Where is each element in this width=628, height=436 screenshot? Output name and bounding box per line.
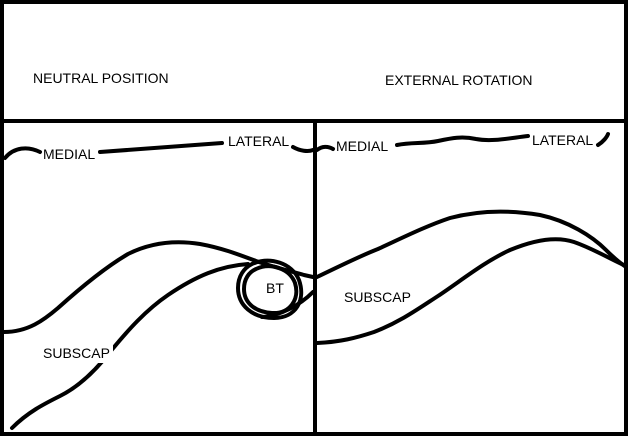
external-subscap-label: SUBSCAP — [344, 289, 411, 305]
neutral-subscap-label: SUBSCAP — [43, 345, 110, 361]
external-skin-line-end — [596, 132, 610, 147]
bt-label: BT — [266, 280, 284, 296]
external-panel: MEDIAL LATERAL SUBSCAP — [315, 132, 628, 345]
neutral-skin-line-end — [291, 145, 315, 153]
neutral-position-title: NEUTRAL POSITION — [33, 70, 169, 86]
external-tendon-upper-contour — [315, 209, 628, 279]
biceps-tendon-outer-ring — [236, 258, 304, 320]
biceps-tendon-inner-ring — [242, 264, 299, 315]
neutral-skin-line-mid — [98, 141, 224, 154]
external-medial-label: MEDIAL — [336, 138, 388, 154]
neutral-subscap-label-bg — [41, 343, 113, 363]
external-rotation-title: EXTERNAL ROTATION — [385, 72, 533, 88]
external-tendon-lower-contour — [315, 237, 628, 345]
neutral-lateral-label: LATERAL — [228, 133, 289, 149]
external-lateral-label: LATERAL — [532, 132, 593, 148]
neutral-medial-label: MEDIAL — [43, 146, 95, 162]
neutral-skin-line — [3, 146, 42, 160]
neutral-panel: MEDIAL LATERAL BT SUBSCAP — [2, 133, 315, 430]
external-skin-line-mid — [395, 134, 530, 147]
external-skin-line-start — [315, 144, 335, 152]
